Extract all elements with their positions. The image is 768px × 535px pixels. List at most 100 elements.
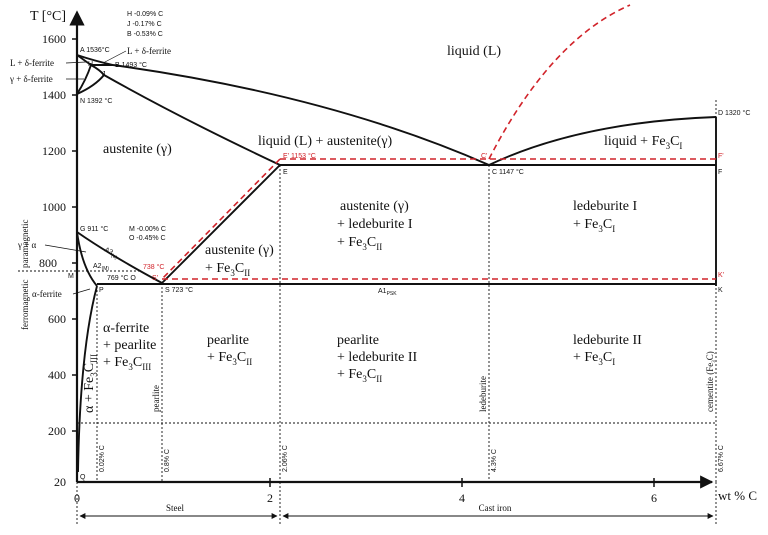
- region-austenite-ledeburite-2: + ledeburite I: [337, 217, 413, 232]
- point-f-prime-label: F': [718, 153, 724, 160]
- region-alpha-pearlite-3: + Fe3CIII: [103, 355, 151, 372]
- region-pearlite-ledeburite-3: + Fe3CII: [337, 367, 382, 384]
- point-g-label: G 911 °C: [80, 225, 108, 233]
- cast-iron-label: Cast iron: [479, 503, 512, 513]
- a3-line: [76, 231, 163, 284]
- alpha-ferrite-boundary: [76, 231, 98, 287]
- point-j-label: J: [102, 71, 106, 78]
- composition-667-label: 6.67% C: [718, 445, 725, 472]
- composition-206-label: 2.06% C: [282, 445, 289, 472]
- bottom-classification: Steel Cast iron: [79, 503, 714, 519]
- phase-boundaries: [76, 54, 717, 473]
- point-c-prime-label: C': [481, 153, 487, 160]
- pearlite-vertical-label: pearlite: [151, 385, 161, 412]
- a3-line-label: A3(α): [102, 247, 120, 262]
- point-s-label: S 723 °C: [165, 286, 193, 294]
- region-l-delta-right: L + δ-ferrite: [127, 46, 171, 56]
- region-l-delta-left: L + δ-ferrite: [10, 58, 54, 68]
- region-pearlite-fe3c-2: + Fe3CII: [207, 350, 252, 367]
- composition-j: J -0.17% C: [127, 21, 162, 28]
- region-liquid: liquid (L): [447, 44, 501, 59]
- liquidus-line-c-d: [488, 116, 717, 166]
- austenite-solidus: [103, 74, 281, 166]
- region-austenite-fe3c-1: austenite (γ): [205, 243, 274, 258]
- region-ledeburite-2-b: + Fe3CI: [573, 350, 615, 367]
- ferromagnetic-label: ferromagnetic: [20, 280, 30, 330]
- y-ticks: 1600 1400 1200 1000 800 600 400 200 20: [39, 32, 77, 489]
- region-austenite-ledeburite-3: + Fe3CII: [337, 235, 382, 252]
- region-labels: liquid (L) L + δ-ferrite L + δ-ferrite γ…: [9, 44, 682, 413]
- region-ledeburite-1-b: + Fe3CI: [573, 217, 615, 234]
- point-c-label: C 1147 °C: [492, 168, 524, 176]
- point-k-prime-label: K': [718, 272, 724, 279]
- dotted-guides: [18, 100, 717, 525]
- composition-notes: H -0.09% C J -0.17% C B -0.53% C M -0.00…: [127, 11, 166, 242]
- region-liquid-austenite: liquid (L) + austenite(γ): [258, 134, 393, 149]
- region-gamma-delta: γ + δ-ferrite: [9, 74, 53, 84]
- composition-08-label: 0.8% C: [164, 449, 171, 472]
- y-tick-label: 400: [48, 368, 66, 382]
- cementite-vertical-label: cementite (Fe3C): [705, 351, 717, 412]
- region-austenite: austenite (γ): [103, 142, 172, 157]
- region-liquid-fe3c: liquid + Fe3CI: [604, 134, 682, 151]
- region-gamma-alpha: γ + α: [17, 240, 37, 250]
- point-f-label: F: [718, 169, 722, 176]
- vertical-labels: pearlite ledeburite cementite (Fe3C) 0.0…: [99, 351, 725, 472]
- point-a-label: A 1536°C: [80, 46, 110, 54]
- a2-line-label: A2(M): [93, 263, 109, 272]
- x-tick-label: 2: [267, 491, 273, 505]
- composition-b: B -0.53% C: [127, 31, 163, 38]
- point-h-label: H: [88, 61, 93, 68]
- y-tick-label: 600: [48, 312, 66, 326]
- composition-m: M -0.00% C: [129, 226, 166, 233]
- stable-system-lines: [161, 4, 716, 280]
- point-d-label: D 1320 °C: [718, 109, 750, 117]
- composition-o: O -0.45% C: [129, 235, 166, 242]
- composition-002-label: 0.02% C: [99, 445, 106, 472]
- point-e-label: E: [283, 169, 288, 176]
- x-axis-title: wt % C: [718, 488, 757, 503]
- paramagnetic-label: paramagnetic: [20, 220, 30, 268]
- region-alpha-ferrite: α-ferrite: [32, 289, 62, 299]
- point-labels: A 1536°C H J B 1493 °C N 1392 °C G 911 °…: [68, 46, 750, 481]
- region-pearlite-ledeburite-2: + ledeburite II: [337, 350, 418, 365]
- steel-label: Steel: [166, 503, 184, 513]
- y-tick-label: 1000: [42, 200, 66, 214]
- liquidus-line-b-c: [112, 64, 490, 166]
- region-ledeburite-2-a: ledeburite II: [573, 333, 642, 348]
- acm-line: [161, 164, 281, 284]
- delta-solidus: [76, 54, 92, 66]
- temp-738-label: 738 °C: [143, 263, 164, 271]
- region-austenite-ledeburite-1: austenite (γ): [340, 199, 409, 214]
- delta-gamma-upper: [90, 64, 105, 76]
- region-austenite-fe3c-2: + Fe3CII: [205, 261, 250, 278]
- region-alpha-pearlite-1: α-ferrite: [103, 321, 149, 336]
- ledeburite-vertical-label: ledeburite: [478, 376, 488, 412]
- point-p-label: P: [99, 287, 104, 294]
- y-tick-label: 1200: [42, 144, 66, 158]
- region-alpha-pearlite-2: + pearlite: [103, 338, 156, 353]
- alpha-solvus: [77, 285, 98, 473]
- region-pearlite-ledeburite-1: pearlite: [337, 333, 379, 348]
- composition-h: H -0.09% C: [127, 11, 163, 18]
- x-tick-label: 6: [651, 491, 657, 505]
- point-s-prime-label: S': [152, 275, 158, 282]
- region-alpha-fe3c-vertical: α + Fe3CIII: [82, 354, 99, 413]
- y-tick-label: 1600: [42, 32, 66, 46]
- y-tick-label: 1400: [42, 88, 66, 102]
- y-tick-label: 20: [54, 475, 66, 489]
- y-axis-title: T [°C]: [30, 9, 66, 24]
- delta-gamma-left: [76, 64, 92, 95]
- point-n-label: N 1392 °C: [80, 97, 112, 105]
- line-labels: A3(α) A2(M) A1PSK paramagnetic ferromagn…: [20, 220, 397, 330]
- y-tick-label: 200: [48, 424, 66, 438]
- point-k-label: K: [718, 287, 723, 294]
- x-tick-label: 4: [459, 491, 465, 505]
- a1-line-label: A1PSK: [378, 288, 397, 297]
- point-e-prime-label: E' 1153 °C: [283, 152, 316, 160]
- point-q-label: Q: [80, 474, 86, 481]
- region-ledeburite-1-a: ledeburite I: [573, 199, 637, 214]
- point-b-label: B 1493 °C: [115, 61, 147, 69]
- point-o-label: 769 °C O: [107, 274, 136, 282]
